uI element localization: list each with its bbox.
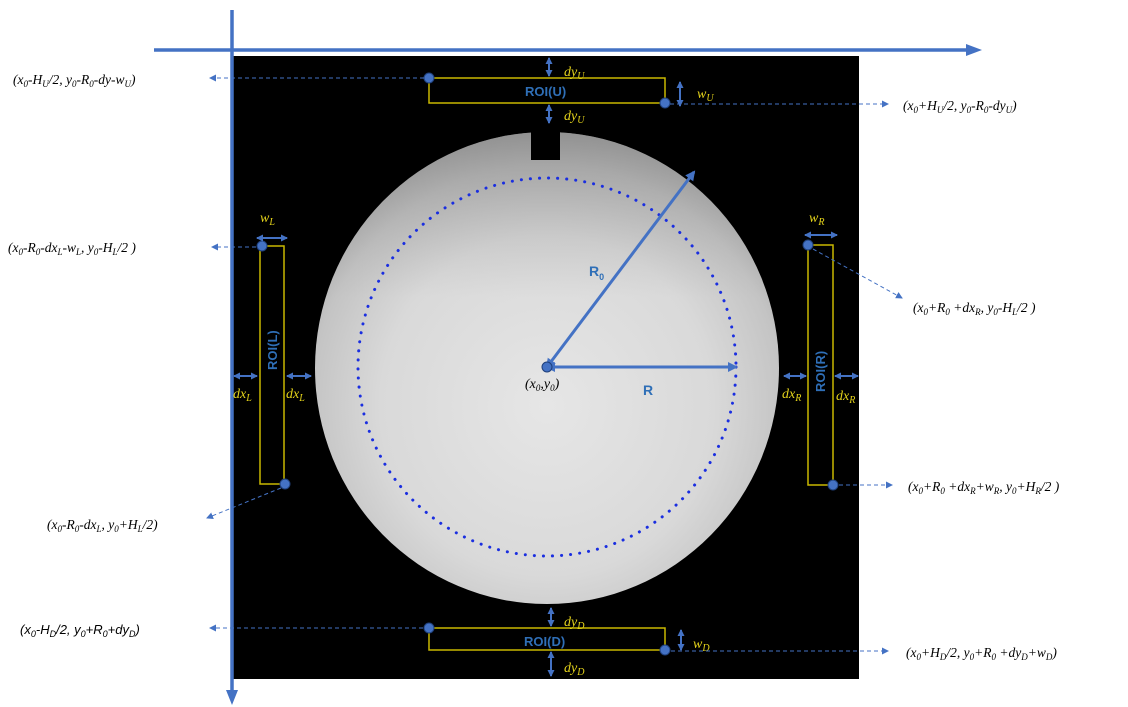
- dx-l-left-label: dxL: [233, 387, 252, 404]
- roi-r-box: [807, 244, 834, 486]
- coord-d-left: (x0-HD/2, y0+R0+dyD): [20, 622, 140, 639]
- dy-d-top-label: dyD: [564, 615, 585, 632]
- roi-l-corner-bottom: [279, 478, 291, 490]
- roi-u-box: [428, 77, 666, 104]
- roi-d-box: [428, 627, 666, 651]
- roi-l-corner-top: [256, 240, 268, 252]
- r-label: R: [643, 382, 653, 398]
- phantom-notch: [531, 122, 560, 160]
- roi-l-box: [259, 245, 285, 485]
- roi-d-corner-top-left: [423, 622, 435, 634]
- dy-u-top-label: dyU: [564, 65, 585, 82]
- roi-r-label: ROI(R): [813, 351, 828, 392]
- roi-d-label: ROI(D): [524, 634, 565, 649]
- center-label: (x0,y0): [525, 377, 560, 393]
- roi-u-corner-top-left: [423, 72, 435, 84]
- center-point: [541, 361, 553, 373]
- leader-r-top: [812, 248, 903, 299]
- y-axis-arrow-icon: [226, 690, 238, 705]
- w-l-label: wL: [260, 211, 275, 228]
- leader-l-bottom: [206, 487, 282, 519]
- coord-d-right: (x0+HD/2, y0+R0 +dyD+wD): [906, 645, 1057, 662]
- w-r-label: wR: [809, 211, 824, 228]
- coord-l-bottom: (x0-R0-dxL, y0+HL/2): [47, 517, 158, 534]
- coord-r-top: (x0+R0 +dxR, y0-HL/2 ): [913, 300, 1036, 317]
- coord-u-left: (x0-HU/2, y0-R0-dy-wU): [13, 72, 136, 89]
- roi-u-corner-bottom-right: [659, 97, 671, 109]
- r0-arrow: [545, 170, 696, 369]
- coord-l-top: (x0-R0-dxL-wL, y0-HL/2 ): [8, 240, 136, 257]
- roi-l-label: ROI(L): [265, 330, 280, 370]
- coord-r-bottom: (x0+R0 +dxR+wR, y0+HR/2 ): [908, 479, 1060, 496]
- r0-label: R0: [589, 263, 604, 282]
- roi-r-corner-top: [802, 239, 814, 251]
- dy-d-bottom-label: dyD: [564, 661, 585, 678]
- roi-u-label: ROI(U): [525, 84, 566, 99]
- dx-r-right-label: dxR: [836, 389, 855, 406]
- w-d-label: wD: [693, 637, 710, 654]
- dx-l-right-label: dxL: [286, 387, 305, 404]
- dx-r-left-label: dxR: [782, 387, 801, 404]
- roi-r-corner-bottom: [827, 479, 839, 491]
- w-u-label: wU: [697, 87, 714, 104]
- x-axis-arrow-icon: [966, 44, 982, 56]
- dy-u-bottom-label: dyU: [564, 109, 585, 126]
- coord-u-right: (x0+HU/2, y0-R0-dyU): [903, 98, 1017, 115]
- roi-d-corner-bottom-right: [659, 644, 671, 656]
